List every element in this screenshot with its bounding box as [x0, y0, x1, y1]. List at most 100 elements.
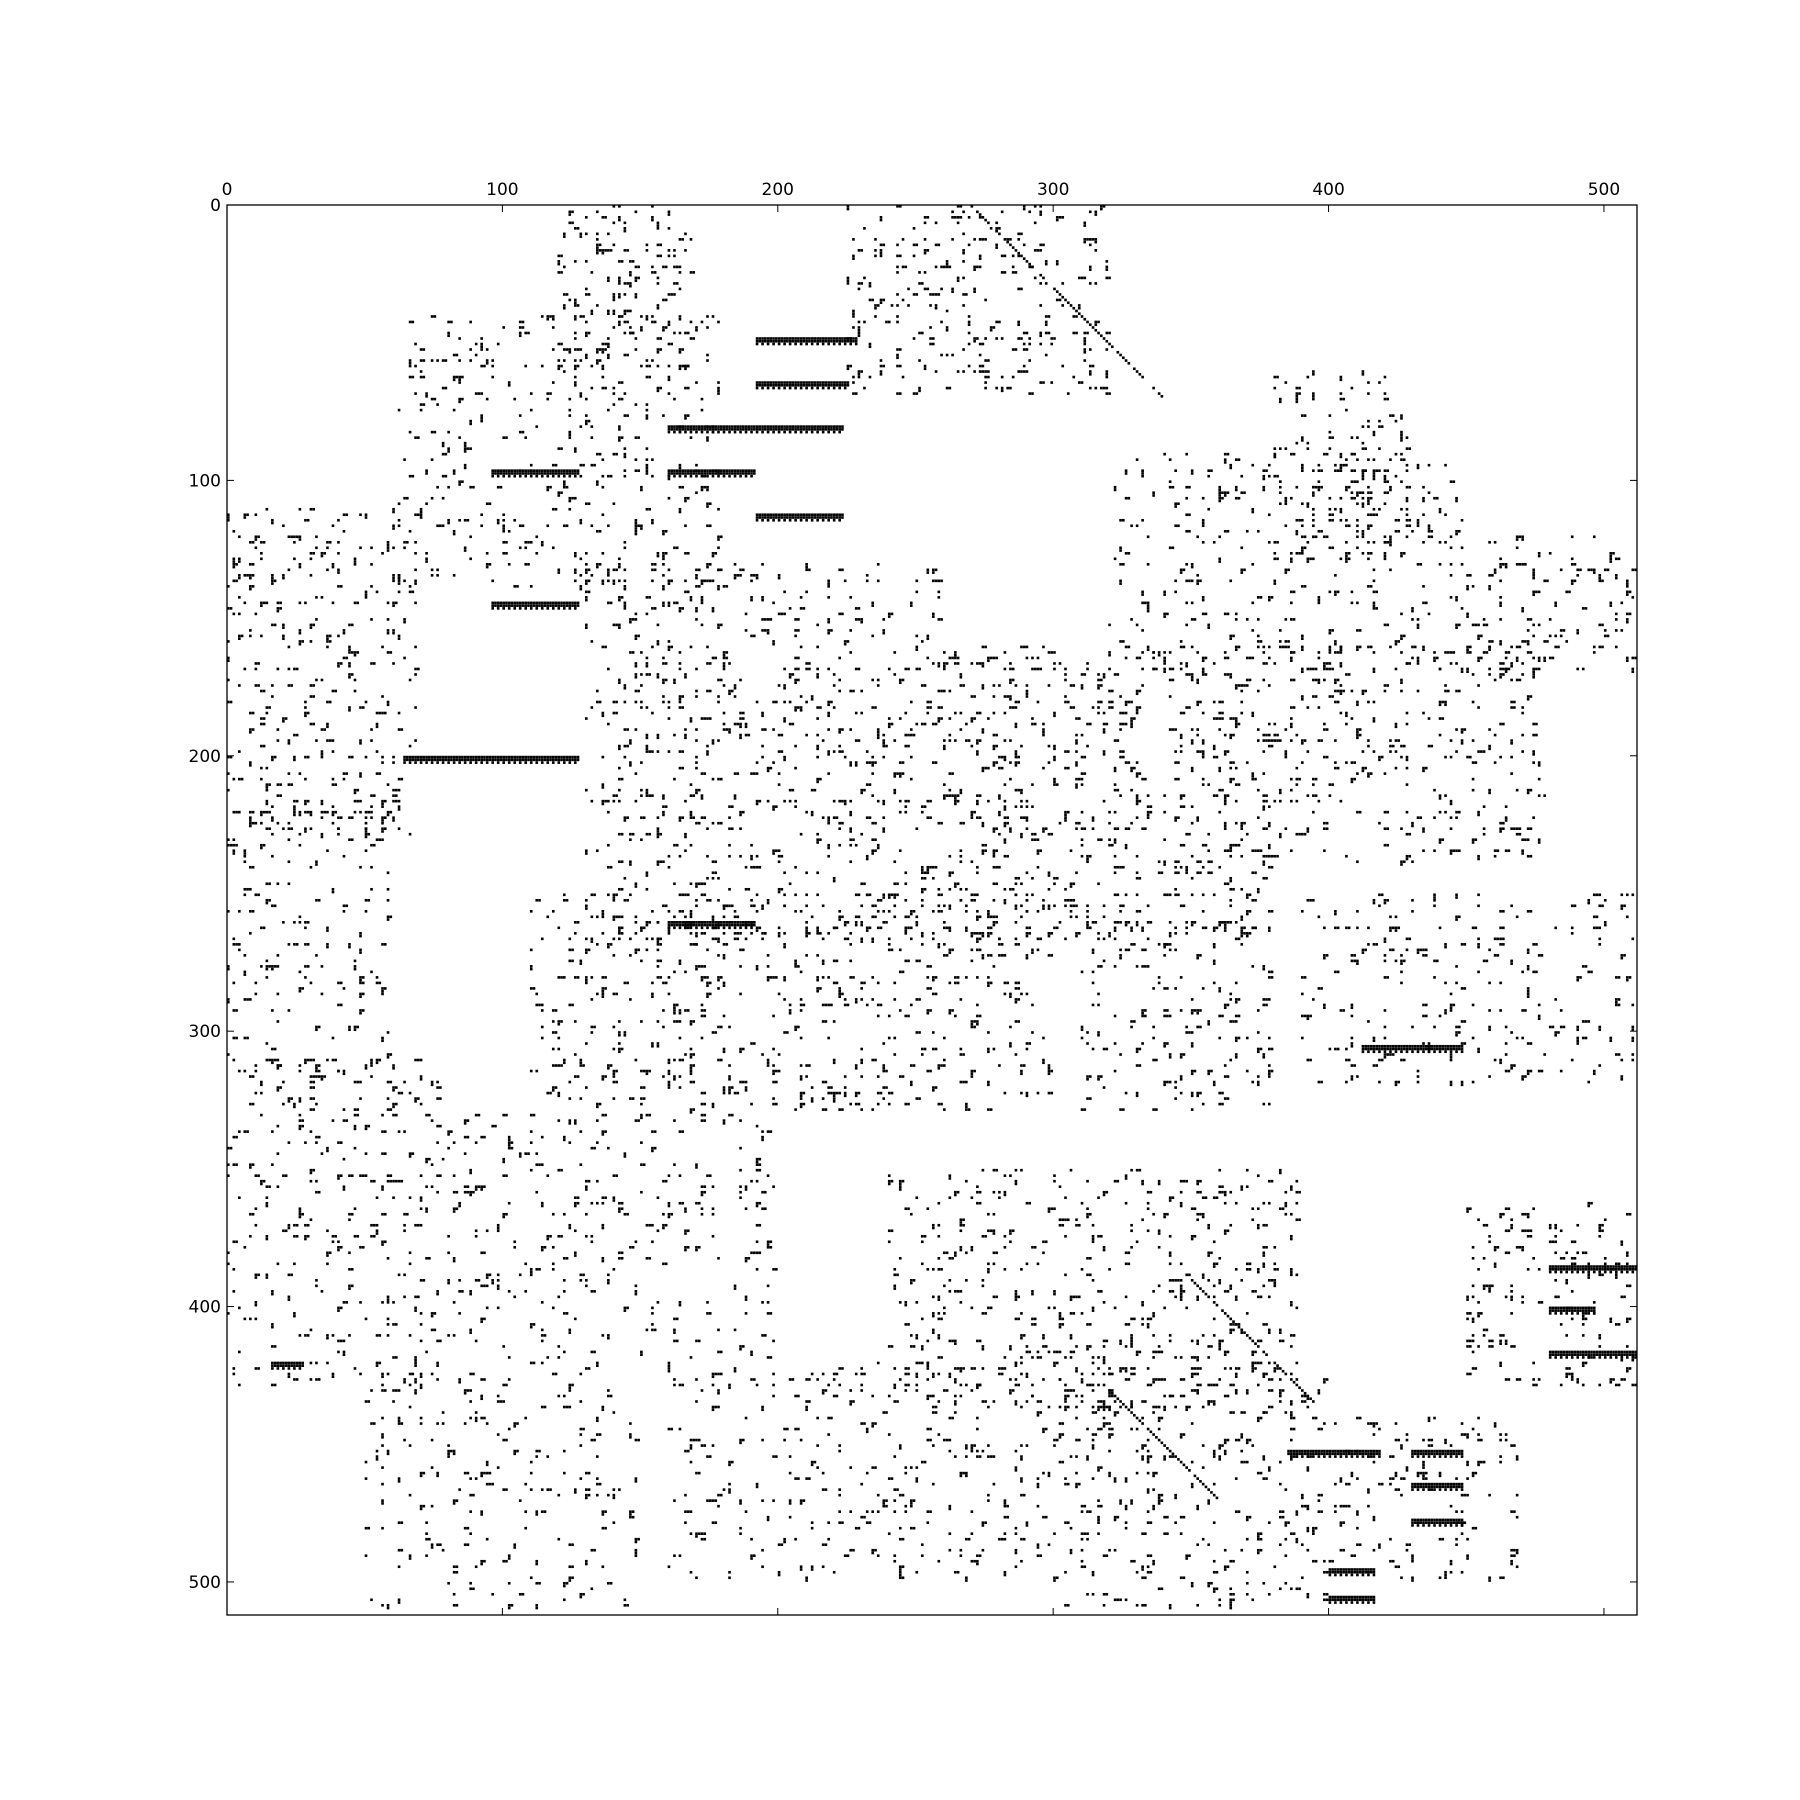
nonzero-entry — [901, 678, 905, 682]
nonzero-entry — [626, 728, 629, 731]
nonzero-entry — [1405, 854, 1409, 858]
nonzero-entry — [1163, 794, 1166, 797]
nonzero-entry — [998, 865, 1001, 869]
nonzero-entry — [590, 915, 594, 919]
nonzero-entry — [992, 882, 996, 886]
nonzero-entry — [381, 819, 384, 822]
nonzero-entry — [640, 816, 643, 819]
nonzero-entry — [227, 607, 230, 610]
nonzero-entry — [1306, 502, 1310, 506]
nonzero-entry — [620, 832, 624, 836]
nonzero-entry — [1245, 932, 1249, 935]
nonzero-entry — [863, 320, 866, 324]
nonzero-entry — [689, 813, 693, 817]
nonzero-entry — [304, 711, 307, 715]
nonzero-entry — [557, 367, 561, 371]
nonzero-entry — [1375, 469, 1378, 472]
nonzero-entry — [425, 557, 428, 561]
nonzero-entry — [739, 733, 742, 737]
nonzero-entry — [1331, 629, 1334, 632]
nonzero-entry — [397, 524, 401, 528]
nonzero-entry — [463, 450, 467, 453]
nonzero-entry — [309, 827, 313, 830]
nonzero-entry — [488, 563, 492, 566]
nonzero-entry — [1356, 458, 1359, 461]
nonzero-entry — [832, 799, 836, 803]
nonzero-entry — [838, 568, 841, 572]
nonzero-entry — [1323, 755, 1326, 759]
nonzero-entry — [1207, 469, 1211, 472]
nonzero-entry — [1267, 513, 1271, 517]
nonzero-entry — [1488, 574, 1491, 577]
nonzero-entry — [1083, 337, 1087, 340]
nonzero-entry — [717, 320, 720, 324]
nonzero-entry — [227, 659, 230, 663]
nonzero-entry — [634, 403, 638, 406]
nonzero-entry — [667, 645, 671, 649]
nonzero-entry — [579, 392, 583, 395]
nonzero-entry — [604, 216, 607, 219]
nonzero-entry — [1138, 910, 1142, 913]
nonzero-entry — [948, 874, 952, 877]
nonzero-entry — [1119, 728, 1122, 731]
nonzero-entry — [667, 854, 671, 858]
nonzero-entry — [549, 485, 552, 489]
nonzero-entry — [1218, 717, 1222, 720]
nonzero-entry — [1171, 485, 1175, 489]
nonzero-entry — [1350, 601, 1354, 605]
nonzero-entry — [254, 667, 258, 671]
nonzero-entry — [425, 469, 428, 472]
nonzero-entry — [1537, 838, 1541, 842]
nonzero-entry — [920, 805, 924, 808]
nonzero-entry — [689, 794, 693, 797]
nonzero-entry — [1353, 480, 1356, 484]
nonzero-entry — [612, 298, 616, 302]
nonzero-entry — [1229, 854, 1233, 858]
nonzero-entry — [618, 565, 621, 569]
nonzero-entry — [692, 816, 696, 819]
nonzero-entry — [1301, 546, 1304, 550]
nonzero-entry — [860, 620, 864, 624]
nonzero-entry — [271, 854, 274, 858]
nonzero-entry — [1372, 590, 1376, 594]
nonzero-entry — [618, 276, 621, 280]
nonzero-entry — [932, 910, 935, 913]
nonzero-entry — [1025, 871, 1029, 875]
nonzero-entry — [304, 827, 307, 830]
nonzero-entry — [1386, 397, 1390, 401]
nonzero-entry — [819, 838, 822, 842]
nonzero-entry — [1356, 645, 1359, 649]
nonzero-entry — [1188, 832, 1191, 836]
nonzero-entry — [1570, 557, 1574, 561]
nonzero-entry — [987, 766, 990, 770]
nonzero-entry — [1482, 750, 1486, 753]
nonzero-entry — [441, 441, 445, 445]
nonzero-entry — [879, 251, 883, 255]
nonzero-entry — [419, 408, 423, 412]
nonzero-entry — [408, 590, 412, 594]
nonzero-entry — [973, 337, 976, 340]
nonzero-entry — [634, 673, 638, 676]
nonzero-entry — [1405, 485, 1409, 489]
nonzero-entry — [1339, 452, 1343, 456]
nonzero-entry — [1179, 571, 1183, 574]
nonzero-entry — [1069, 898, 1073, 902]
nonzero-entry — [364, 821, 368, 825]
nonzero-entry — [1367, 775, 1370, 778]
nonzero-entry — [656, 386, 660, 390]
nonzero-entry — [1463, 728, 1467, 731]
nonzero-entry — [348, 648, 351, 651]
nonzero-entry — [227, 772, 230, 775]
nonzero-entry — [1400, 755, 1403, 759]
nonzero-entry — [1273, 386, 1277, 390]
nonzero-entry — [433, 315, 437, 318]
nonzero-entry — [651, 216, 654, 219]
nonzero-entry — [832, 750, 836, 753]
nonzero-entry — [612, 309, 616, 313]
nonzero-entry — [356, 601, 360, 605]
nonzero-entry — [998, 797, 1001, 800]
nonzero-entry — [618, 436, 621, 439]
nonzero-entry — [695, 326, 698, 329]
nonzero-entry — [700, 320, 704, 324]
nonzero-entry — [1328, 518, 1332, 522]
